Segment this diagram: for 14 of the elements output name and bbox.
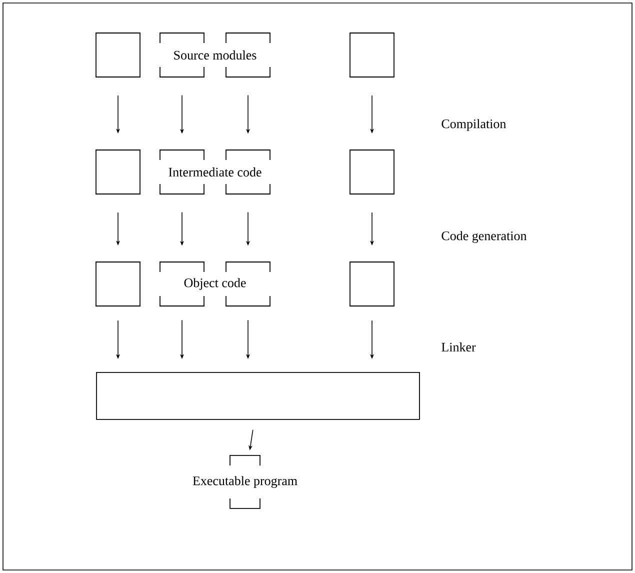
- stage-label: Intermediate code: [168, 167, 262, 177]
- stage-label: Object code: [184, 278, 246, 290]
- step-label: Linker: [442, 342, 476, 352]
- module-box: [96, 32, 140, 78]
- step-label: Code generation: [442, 231, 527, 243]
- stage-label: Source modules: [174, 50, 256, 60]
- module-box: [96, 150, 140, 194]
- module-box: [350, 32, 394, 78]
- module-box: [350, 262, 394, 306]
- module-box: [350, 150, 394, 194]
- step-label: Compilation: [442, 119, 506, 131]
- linker-bar: [96, 372, 420, 420]
- module-box: [96, 262, 140, 306]
- program-box: Executable program: [192, 455, 298, 509]
